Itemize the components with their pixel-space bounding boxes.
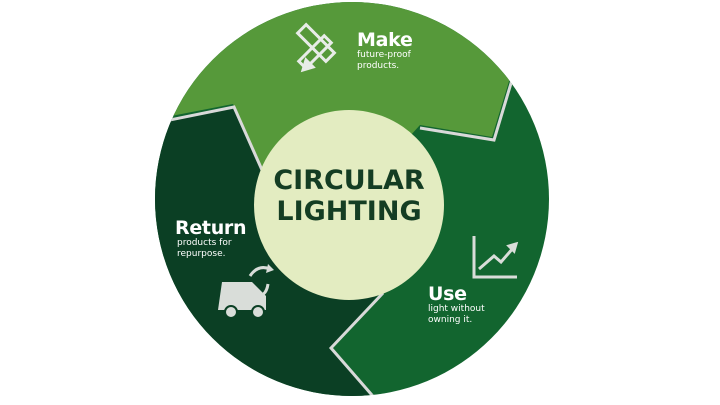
stage-return-line-1: products for xyxy=(177,238,232,248)
ruler-pencil-icon xyxy=(295,22,337,73)
growth-chart-icon xyxy=(472,236,519,279)
separator-return-make xyxy=(155,105,264,171)
stage-use-line-1: light without xyxy=(428,304,485,314)
stage-use-line-2: owning it. xyxy=(428,315,473,325)
center-title-line-1: CIRCULAR xyxy=(273,165,425,196)
stage-return-line-2: repurpose. xyxy=(177,249,226,259)
center-title-line-2: LIGHTING xyxy=(276,196,422,227)
recycling-truck-icon xyxy=(218,264,274,319)
center-circle xyxy=(254,110,444,300)
stage-make-line-1: future-proof xyxy=(357,50,411,60)
stage-return: Return products for repurpose. xyxy=(175,217,247,260)
stage-return-heading: Return xyxy=(175,217,247,239)
stage-make: Make future-proof products. xyxy=(357,30,413,72)
segment-make xyxy=(155,2,549,203)
separator-use-return xyxy=(328,291,385,396)
separator-make-use xyxy=(419,79,514,142)
stage-make-heading: Make xyxy=(357,29,413,51)
center-title: CIRCULAR LIGHTING xyxy=(254,165,444,227)
stage-make-line-2: products. xyxy=(357,61,400,71)
stage-use: Use light without owning it. xyxy=(428,284,485,326)
stage-use-heading: Use xyxy=(428,283,467,305)
